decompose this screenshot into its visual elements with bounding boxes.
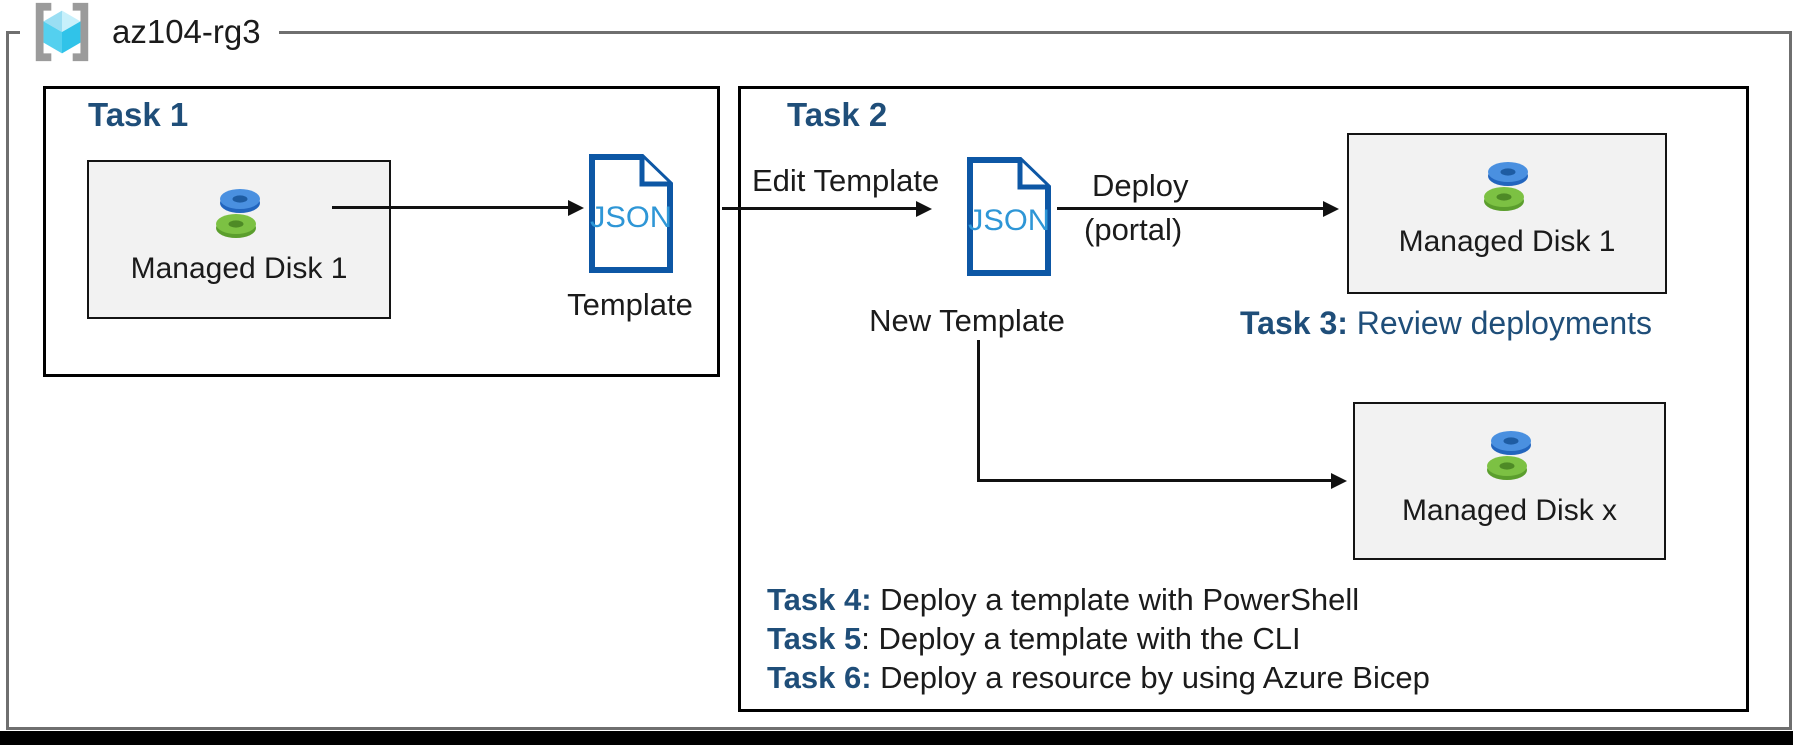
resource-group-frame <box>6 31 1792 730</box>
resource-group-legend: az104-rg3 <box>20 0 279 64</box>
tasks-4-6-block: Task 4: Deploy a template with PowerShel… <box>767 580 1430 697</box>
json-file-type-label: JSON <box>590 201 672 234</box>
task4-body: Deploy a template with PowerShell <box>871 582 1360 617</box>
task6-prefix: Task 6: <box>767 660 872 695</box>
arrowhead-disk-to-template <box>568 199 584 216</box>
task4-text: Task 4: Deploy a template with PowerShel… <box>767 580 1430 619</box>
task6-body: Deploy a resource by using Azure Bicep <box>871 660 1430 695</box>
task5-body: : Deploy a template with the CLI <box>861 621 1301 656</box>
managed-disk-x-label: Managed Disk x <box>1401 494 1618 527</box>
bottom-band <box>0 731 1793 745</box>
managed-disk-icon <box>216 189 260 238</box>
task5-prefix: Task 5 <box>767 621 862 656</box>
resource-group-name: az104-rg3 <box>112 13 261 50</box>
deploy-label: Deploy <box>1092 168 1189 203</box>
task6-text: Task 6: Deploy a resource by using Azure… <box>767 658 1430 697</box>
task4-prefix: Task 4: <box>767 582 872 617</box>
arrowhead-elbow <box>1331 472 1347 489</box>
task3-prefix: Task 3: <box>1240 305 1348 341</box>
task3-text: Task 3: Review deployments <box>1240 305 1652 342</box>
arrowhead-edit-template <box>916 200 932 217</box>
managed-disk-icon <box>1486 431 1531 480</box>
managed-disk-1-box: Managed Disk 1 <box>87 160 391 319</box>
arrowhead-deploy-portal <box>1323 200 1339 217</box>
managed-disk-icon <box>1484 162 1528 211</box>
managed-disk-x-box: Managed Disk x <box>1353 402 1666 560</box>
elbow-arrow-horizontal <box>977 479 1331 482</box>
template-caption: Template <box>567 287 693 322</box>
managed-disk-1-deployed-box: Managed Disk 1 <box>1347 133 1667 294</box>
edit-template-label: Edit Template <box>752 163 940 198</box>
managed-disk-1-deployed-label: Managed Disk 1 <box>1398 225 1616 258</box>
new-template-caption: New Template <box>869 303 1065 338</box>
task5-text: Task 5: Deploy a template with the CLI <box>767 619 1430 658</box>
task2-title: Task 2 <box>787 96 888 133</box>
elbow-arrow-vertical <box>977 340 980 482</box>
arrow-disk-to-template <box>332 206 570 209</box>
task3-body: Review deployments <box>1347 305 1653 341</box>
managed-disk-1-label: Managed Disk 1 <box>130 252 348 285</box>
azure-resource-group-icon <box>35 2 89 62</box>
task1-title: Task 1 <box>88 96 189 133</box>
arrow-deploy-portal <box>1057 207 1323 210</box>
json-file-icon-new-template: JSON <box>967 157 1051 276</box>
json-file-type-label: JSON <box>968 204 1050 237</box>
json-file-icon-template: JSON <box>589 154 673 273</box>
portal-label: (portal) <box>1084 212 1183 247</box>
arrow-edit-template <box>722 207 916 210</box>
